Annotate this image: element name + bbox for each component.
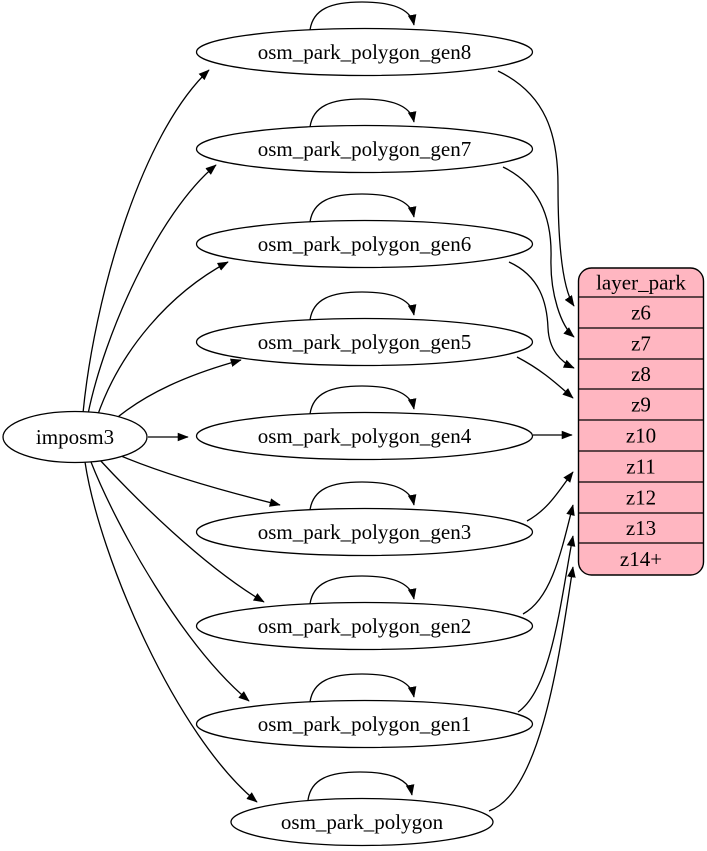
gen1-label: osm_park_polygon_gen1 <box>258 712 471 736</box>
gen5-label: osm_park_polygon_gen5 <box>258 330 471 354</box>
table-node-gen8: osm_park_polygon_gen8 <box>195 27 534 77</box>
self-loop-gen5 <box>309 291 417 321</box>
layer-park-box <box>577 267 705 576</box>
gen4-ellipse <box>195 411 534 461</box>
polygon-label: osm_park_polygon <box>281 810 444 834</box>
self-loop-gen2 <box>309 575 417 605</box>
imposm3-ellipse <box>2 410 148 464</box>
self-loop-gen8 <box>309 1 417 31</box>
edge-imposm3-polygon <box>84 461 258 803</box>
gen4-label: osm_park_polygon_gen4 <box>258 424 472 448</box>
table-node-gen4: osm_park_polygon_gen4 <box>195 411 534 461</box>
row-z12: z12 <box>626 486 656 510</box>
polygon-ellipse <box>230 797 494 847</box>
row-z10: z10 <box>626 424 656 448</box>
gen2-label: osm_park_polygon_gen2 <box>258 614 471 638</box>
edge-imposm3-gen8 <box>82 69 210 414</box>
gen8-ellipse <box>195 27 534 77</box>
table-node-polygon: osm_park_polygon <box>230 797 494 847</box>
edge-gen3-z11 <box>526 471 574 522</box>
gen6-label: osm_park_polygon_gen6 <box>258 232 471 256</box>
row-z8: z8 <box>631 362 651 386</box>
self-loop-gen6 <box>309 193 417 223</box>
edge-polygon-z14 <box>488 566 576 812</box>
row-z11: z11 <box>626 455 656 479</box>
imposm3-label: imposm3 <box>36 425 114 449</box>
table-node-gen6: osm_park_polygon_gen6 <box>195 219 534 269</box>
edge-gen2-z12 <box>522 504 575 615</box>
edge-imposm3-gen3 <box>113 452 281 507</box>
self-loop-gen1 <box>309 673 417 703</box>
edge-group <box>82 1 576 812</box>
layer-park-title: layer_park <box>596 271 686 295</box>
edge-imposm3-gen2 <box>98 458 265 603</box>
gen5-ellipse <box>195 317 534 367</box>
gen3-ellipse <box>195 507 534 557</box>
edge-gen5-z9 <box>516 356 574 399</box>
edge-gen6-z8 <box>508 261 575 369</box>
row-z6: z6 <box>631 301 651 325</box>
table-node-gen7: osm_park_polygon_gen7 <box>195 124 534 174</box>
gen7-label: osm_park_polygon_gen7 <box>258 137 471 161</box>
row-z9: z9 <box>631 393 651 417</box>
layer-park-node: layer_park z6 z7 z8 z9 z10 z11 z12 z13 z… <box>577 267 705 576</box>
table-node-gen1: osm_park_polygon_gen1 <box>195 699 534 749</box>
self-loop-gen3 <box>309 481 417 511</box>
row-z13: z13 <box>626 516 656 540</box>
table-node-gen3: osm_park_polygon_gen3 <box>195 507 534 557</box>
gen6-ellipse <box>195 219 534 269</box>
gen7-ellipse <box>195 124 534 174</box>
gen8-label: osm_park_polygon_gen8 <box>258 40 471 64</box>
row-separators <box>578 296 704 544</box>
edge-imposm3-gen5 <box>111 358 242 423</box>
gen1-ellipse <box>195 699 534 749</box>
table-node-gen5: osm_park_polygon_gen5 <box>195 317 534 367</box>
gen2-ellipse <box>195 601 534 651</box>
row-z14plus: z14+ <box>620 547 662 571</box>
self-loop-polygon <box>307 771 415 801</box>
edge-gen8-z6 <box>497 70 575 307</box>
self-loop-gen7 <box>309 98 417 128</box>
node-imposm3: imposm3 <box>2 410 148 464</box>
edge-imposm3-gen1 <box>90 461 250 702</box>
table-node-gen2: osm_park_polygon_gen2 <box>195 601 534 651</box>
self-loop-gen4 <box>309 385 417 415</box>
edge-gen7-z7 <box>502 166 575 338</box>
edge-imposm3-gen6 <box>96 261 229 418</box>
edge-gen1-z13 <box>517 535 576 713</box>
gen3-label: osm_park_polygon_gen3 <box>258 520 471 544</box>
row-z7: z7 <box>631 332 651 356</box>
edge-imposm3-gen7 <box>87 164 217 415</box>
